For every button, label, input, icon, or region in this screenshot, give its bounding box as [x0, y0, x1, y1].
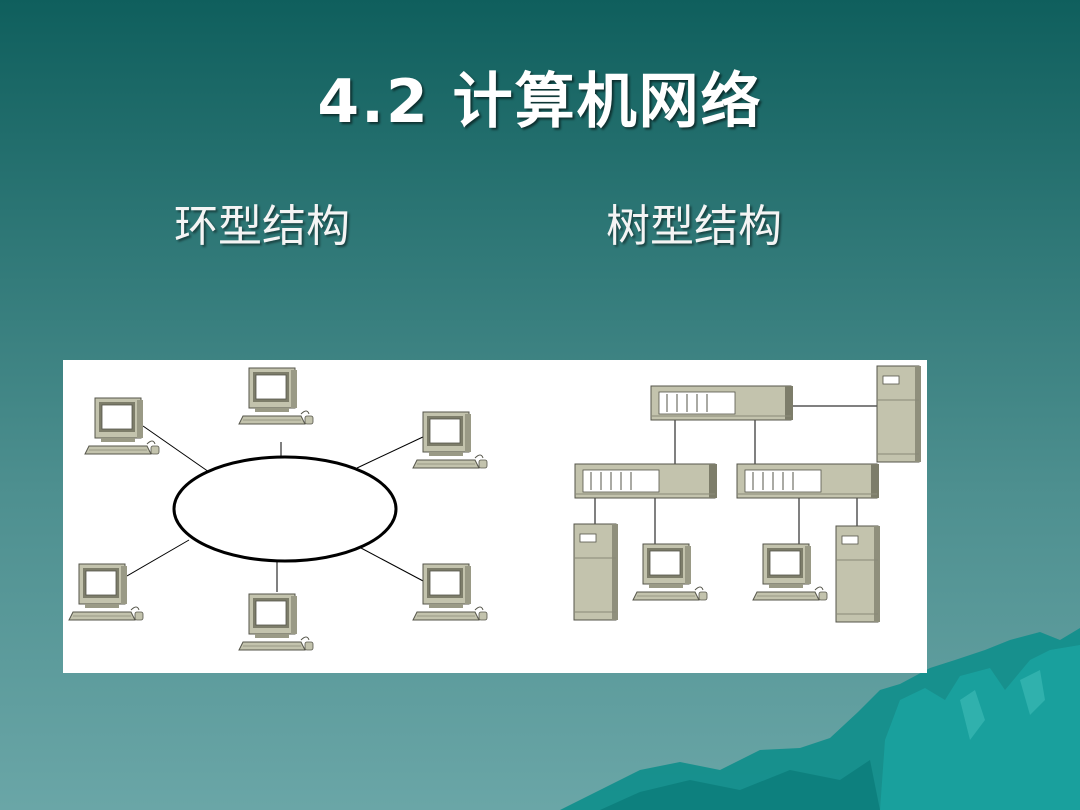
ring-computer-icon — [68, 563, 144, 621]
tree-topology — [573, 365, 922, 623]
ring-computer-icon — [412, 411, 488, 469]
tree-server-left-icon — [573, 523, 619, 621]
subtitle-ring-topology: 环型结构 — [174, 201, 350, 252]
ring-link — [142, 425, 210, 473]
ring-link — [360, 547, 426, 583]
ring-link — [126, 539, 190, 577]
tree-hub-right-icon — [736, 463, 880, 499]
ring-link — [356, 435, 426, 469]
subtitle-tree-topology: 树型结构 — [606, 201, 782, 252]
topology-diagram — [68, 365, 922, 651]
slide-title: 4.2 计算机网络 — [317, 67, 763, 137]
tree-computer-right-icon — [752, 543, 828, 601]
ring-computer-icon — [238, 593, 314, 651]
tree-root-server-icon — [876, 365, 922, 463]
ring-topology — [68, 367, 488, 651]
tree-server-right-icon — [835, 525, 881, 623]
tree-root-hub-icon — [650, 385, 794, 421]
topology-diagram-panel — [63, 360, 927, 673]
ring-computer-icon — [238, 367, 314, 425]
ring-computer-icon — [84, 397, 160, 455]
tree-hub-left-icon — [574, 463, 718, 499]
ring-computer-icon — [412, 563, 488, 621]
ring-bus — [172, 455, 398, 563]
tree-computer-left-icon — [632, 543, 708, 601]
